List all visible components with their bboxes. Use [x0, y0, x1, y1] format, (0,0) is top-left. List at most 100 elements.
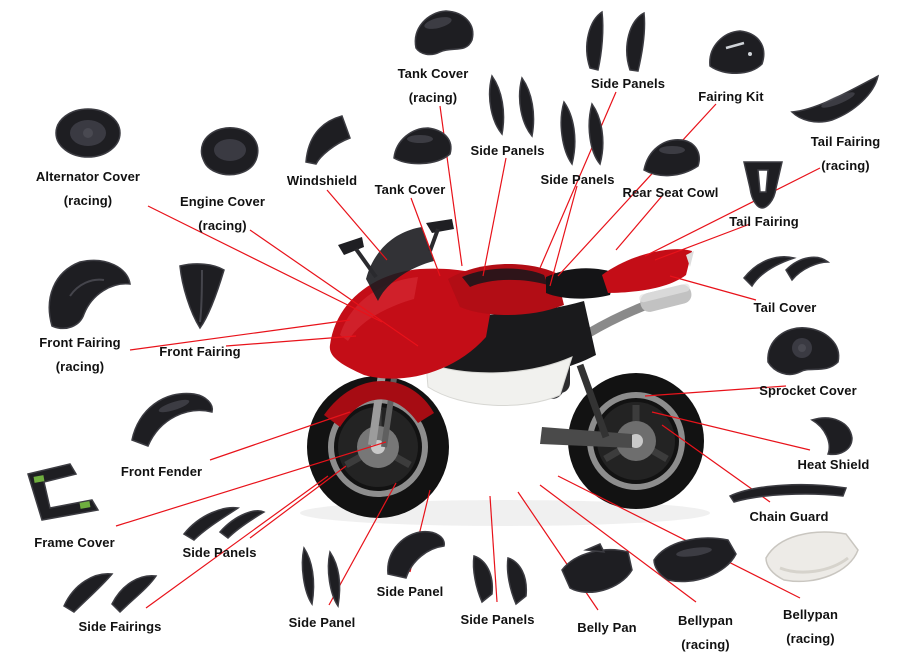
label-bellypan-racing-white: Bellypan (racing)	[753, 607, 868, 646]
label-text: Bellypan	[783, 607, 838, 622]
label-subtext: (racing)	[408, 90, 458, 105]
part-thumb-tank-cover-racing	[414, 10, 474, 56]
label-frame-cover: Frame Cover	[17, 535, 132, 550]
part-thumb-side-fairings	[63, 573, 158, 614]
exhaust-muffler	[639, 283, 692, 312]
connector-line	[615, 195, 663, 251]
label-text: Engine Cover	[180, 194, 265, 209]
connector-line	[482, 157, 507, 277]
part-thumb-side-panels-mid	[560, 100, 604, 166]
label-text: Side Panel	[288, 615, 356, 630]
connector-line	[249, 229, 419, 347]
motorcycle-illustration	[300, 219, 710, 526]
label-windshield: Windshield	[267, 173, 377, 188]
label-tail-cover: Tail Cover	[730, 300, 840, 315]
front-fender-on-bike	[324, 380, 434, 427]
part-thumb-side-panels-lower-left	[182, 506, 266, 541]
label-text: Front Fairing	[159, 344, 241, 359]
label-front-fairing: Front Fairing	[140, 344, 260, 359]
connector-line	[644, 167, 821, 257]
windscreen	[366, 227, 434, 301]
connector-line	[539, 91, 617, 269]
connector-line	[249, 465, 347, 539]
label-text: Chain Guard	[749, 509, 829, 524]
tail-section	[602, 249, 692, 293]
rear-wheel	[568, 373, 704, 509]
label-text: Belly Pan	[577, 620, 637, 635]
connector-line	[651, 411, 811, 451]
label-text: Tail Fairing	[810, 134, 881, 149]
part-thumb-fairing-kit	[709, 30, 765, 74]
label-text: Side Panels	[590, 76, 666, 91]
part-thumb-side-panels-top	[586, 10, 646, 72]
label-text: Side Panels	[470, 143, 545, 158]
label-text: Tail Fairing	[729, 214, 799, 229]
label-belly-pan: Belly Pan	[552, 620, 662, 635]
connector-line	[326, 189, 388, 261]
part-thumb-belly-pan	[561, 543, 633, 593]
label-subtext: (racing)	[681, 637, 730, 652]
label-text: Fairing Kit	[698, 89, 764, 104]
label-text: Side Panels	[540, 172, 615, 187]
part-thumb-sprocket-cover	[767, 327, 840, 376]
connector-line	[557, 475, 801, 599]
part-thumb-engine-cover	[200, 127, 259, 176]
swingarm	[540, 427, 632, 448]
connector-line	[539, 484, 697, 603]
part-thumb-windshield	[305, 115, 351, 165]
part-thumb-side-panel-bottom-mid	[387, 530, 445, 579]
label-front-fairing-racing: Front Fairing(racing)	[14, 335, 146, 374]
label-front-fender: Front Fender	[104, 464, 219, 479]
label-text: Side Panels	[182, 545, 257, 560]
label-text: Bellypan	[678, 613, 733, 628]
connector-line	[549, 185, 578, 287]
label-fairing-kit: Fairing Kit	[676, 89, 786, 104]
seat	[546, 268, 616, 299]
label-text: Rear Seat Cowl	[622, 185, 719, 200]
label-side-panel-bottom-left: Side Panel	[267, 615, 377, 630]
part-thumb-side-panel-bottom-left	[301, 546, 341, 608]
part-thumb-bellypan-racing-white	[765, 531, 859, 583]
part-thumb-front-fender	[131, 392, 214, 447]
label-side-panels-upper: Side Panels	[450, 143, 565, 158]
rear-shock	[576, 363, 610, 439]
connector-line	[410, 197, 441, 277]
label-sprocket-cover: Sprocket Cover	[743, 383, 873, 398]
label-subtext: (racing)	[786, 631, 835, 646]
lower-cowl	[425, 356, 573, 406]
label-text: Front Fairing	[39, 335, 121, 350]
part-thumb-bellypan-racing	[653, 537, 737, 583]
connector-line	[225, 335, 357, 347]
label-text: Side Panel	[376, 584, 444, 599]
part-thumb-front-fairing-racing	[48, 259, 131, 330]
label-text: Tank Cover	[374, 182, 446, 197]
left-mirror	[338, 237, 364, 255]
connector-line	[145, 475, 329, 609]
right-mirror	[426, 219, 454, 233]
part-thumb-side-panels-upper	[488, 74, 535, 138]
label-text: Tail Cover	[753, 300, 817, 315]
label-text: Sprocket Cover	[759, 383, 857, 398]
label-side-panels-top: Side Panels	[568, 76, 688, 91]
connector-line	[644, 385, 787, 397]
connector-line	[669, 275, 757, 301]
label-text: Front Fender	[120, 464, 203, 479]
label-tank-cover-racing: Tank Cover(racing)	[368, 66, 498, 105]
part-thumb-front-fairing	[179, 263, 225, 330]
label-heat-shield: Heat Shield	[776, 457, 891, 472]
label-text: Frame Cover	[34, 535, 115, 550]
connector-line	[654, 223, 751, 261]
label-text: Windshield	[286, 173, 358, 188]
connector-line	[147, 205, 383, 323]
part-thumb-frame-cover	[27, 463, 100, 521]
label-text: Alternator Cover	[35, 169, 141, 184]
part-thumb-alternator-cover	[55, 108, 121, 158]
nose-fairing	[329, 268, 496, 379]
label-side-panels-bottom: Side Panels	[440, 612, 555, 627]
connector-line	[209, 411, 351, 461]
connector-line	[557, 103, 717, 277]
label-bellypan-racing: Bellypan (racing)	[648, 613, 763, 652]
connector-line	[439, 105, 463, 267]
part-thumb-side-panels-bottom	[472, 555, 528, 606]
